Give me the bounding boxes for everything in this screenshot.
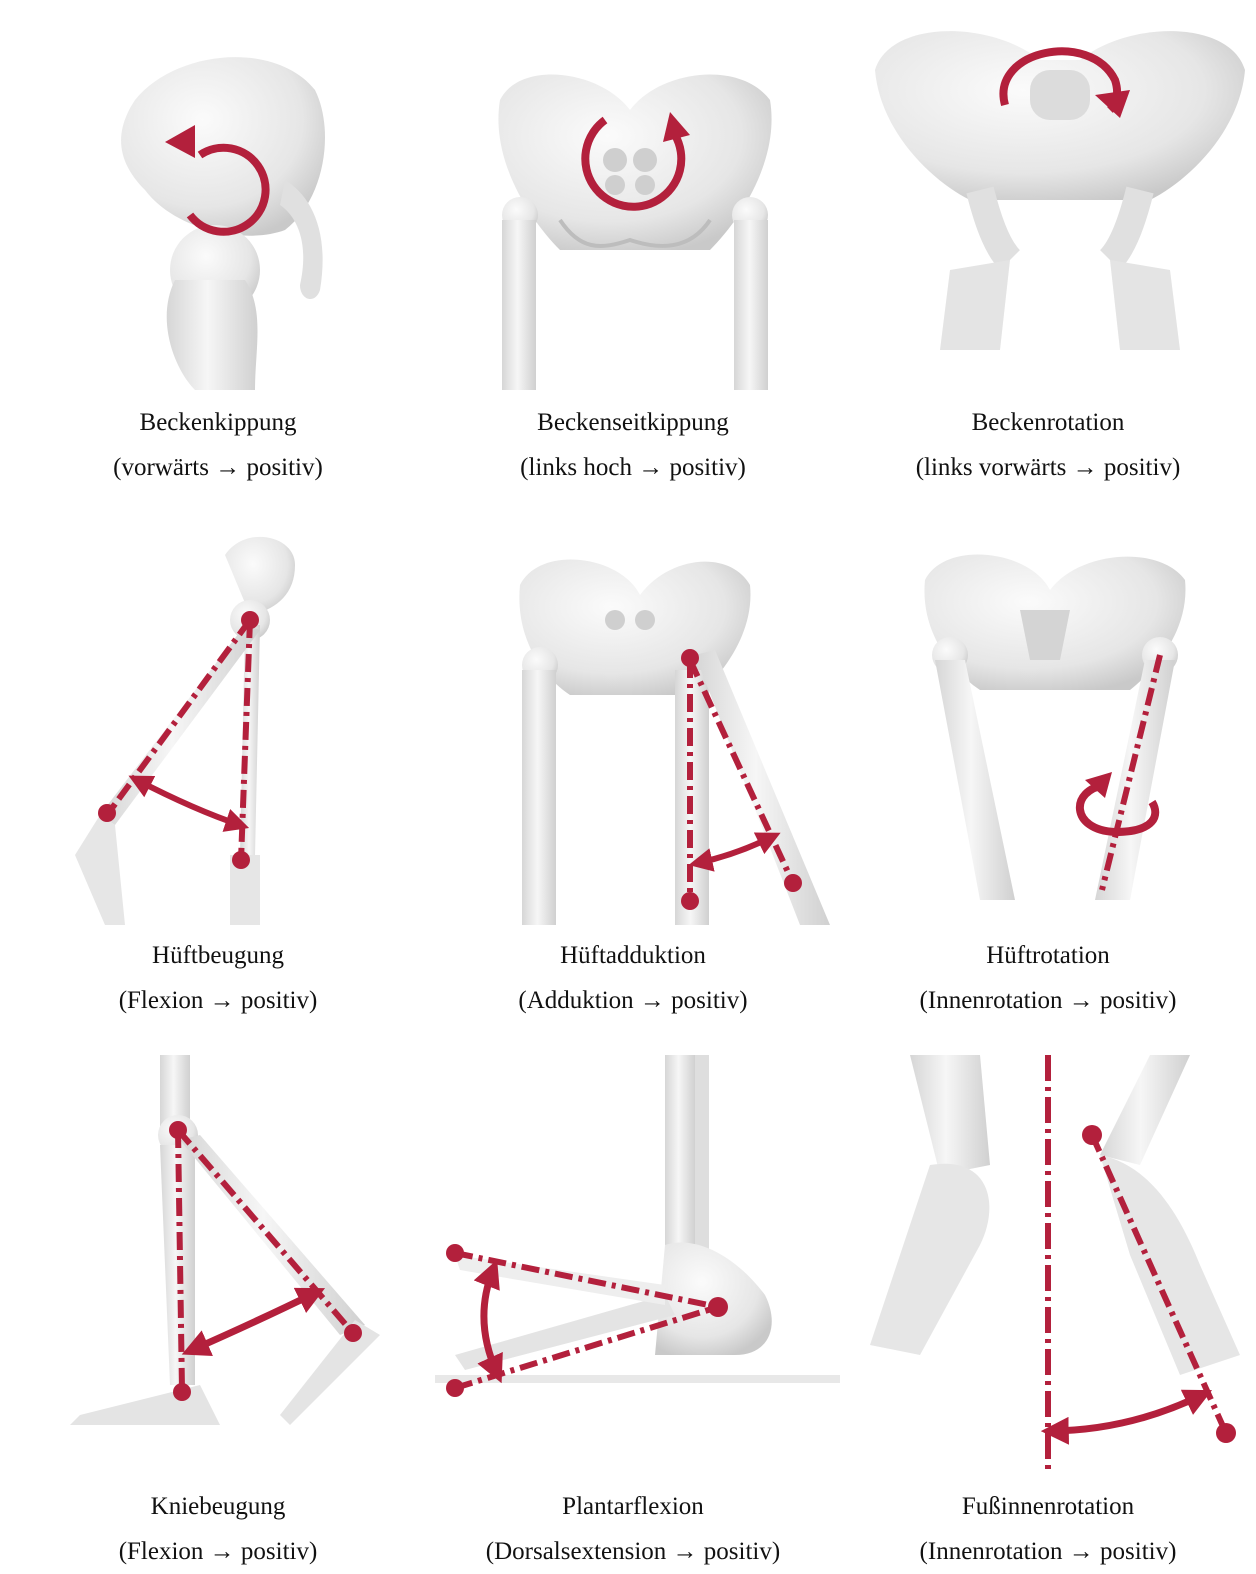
double-arrow-icon — [192, 1293, 315, 1350]
panel-beckenseitkippung — [480, 50, 790, 390]
double-arrow-icon — [137, 780, 240, 825]
caption-beckenrotation: Beckenrotation (links vorwärts → positiv… — [898, 400, 1198, 490]
caption-title: Hüftbeugung — [68, 933, 368, 978]
caption-beckenkippung: Beckenkippung (vorwärts → positiv) — [68, 400, 368, 490]
caption-note: (Dorsalsextension → positiv) — [483, 1529, 783, 1574]
caption-note: (Innenrotation → positiv) — [898, 978, 1198, 1023]
caption-title: Hüftadduktion — [483, 933, 783, 978]
hip-rotation-illustration — [920, 540, 1200, 925]
caption-note: (links vorwärts → positiv) — [898, 445, 1198, 490]
caption-hueftrotation: Hüftrotation (Innenrotation → positiv) — [898, 933, 1198, 1023]
caption-title: Fußinnenrotation — [898, 1484, 1198, 1529]
panel-plantarflexion — [435, 1055, 840, 1405]
caption-plantarflexion: Plantarflexion (Dorsalsextension → posit… — [483, 1484, 783, 1574]
caption-kniebeugung: Kniebeugung (Flexion → positiv) — [68, 1484, 368, 1574]
caption-fussinnenrotation: Fußinnenrotation (Innenrotation → positi… — [898, 1484, 1198, 1574]
foot-rotation-illustration — [850, 1055, 1250, 1475]
knee-flexion-illustration — [10, 1055, 410, 1475]
pelvis-front-illustration — [480, 50, 790, 390]
hip-adduction-illustration — [510, 545, 830, 925]
caption-note: (Flexion → positiv) — [68, 1529, 368, 1574]
caption-note: (Flexion → positiv) — [68, 978, 368, 1023]
caption-note: (vorwärts → positiv) — [68, 445, 368, 490]
panel-hueftrotation — [920, 540, 1200, 925]
caption-hueftadduktion: Hüftadduktion (Adduktion → positiv) — [483, 933, 783, 1023]
panel-fussinnenrotation — [850, 1055, 1250, 1475]
caption-title: Plantarflexion — [483, 1484, 783, 1529]
caption-title: Kniebeugung — [68, 1484, 368, 1529]
pelvis-top-illustration — [870, 10, 1250, 370]
caption-note: (links hoch → positiv) — [483, 445, 783, 490]
ankle-plantarflexion-illustration — [435, 1055, 840, 1405]
caption-note: (Innenrotation → positiv) — [898, 1529, 1198, 1574]
caption-title: Beckenrotation — [898, 400, 1198, 445]
caption-hueftbeugung: Hüftbeugung (Flexion → positiv) — [68, 933, 368, 1023]
caption-title: Beckenseitkippung — [483, 400, 783, 445]
panel-kniebeugung — [10, 1055, 410, 1475]
double-arrow-icon — [698, 837, 772, 863]
hip-flexion-illustration — [75, 525, 315, 925]
panel-hueftbeugung — [75, 525, 315, 925]
caption-beckenseitkippung: Beckenseitkippung (links hoch → positiv) — [483, 400, 783, 490]
panel-hueftadduktion — [510, 545, 830, 925]
caption-title: Hüftrotation — [898, 933, 1198, 978]
panel-beckenrotation — [870, 10, 1250, 370]
pelvis-side-illustration — [95, 30, 355, 390]
panel-beckenkippung — [95, 30, 355, 390]
caption-title: Beckenkippung — [68, 400, 368, 445]
double-arrow-icon — [1052, 1395, 1202, 1431]
caption-note: (Adduktion → positiv) — [483, 978, 783, 1023]
